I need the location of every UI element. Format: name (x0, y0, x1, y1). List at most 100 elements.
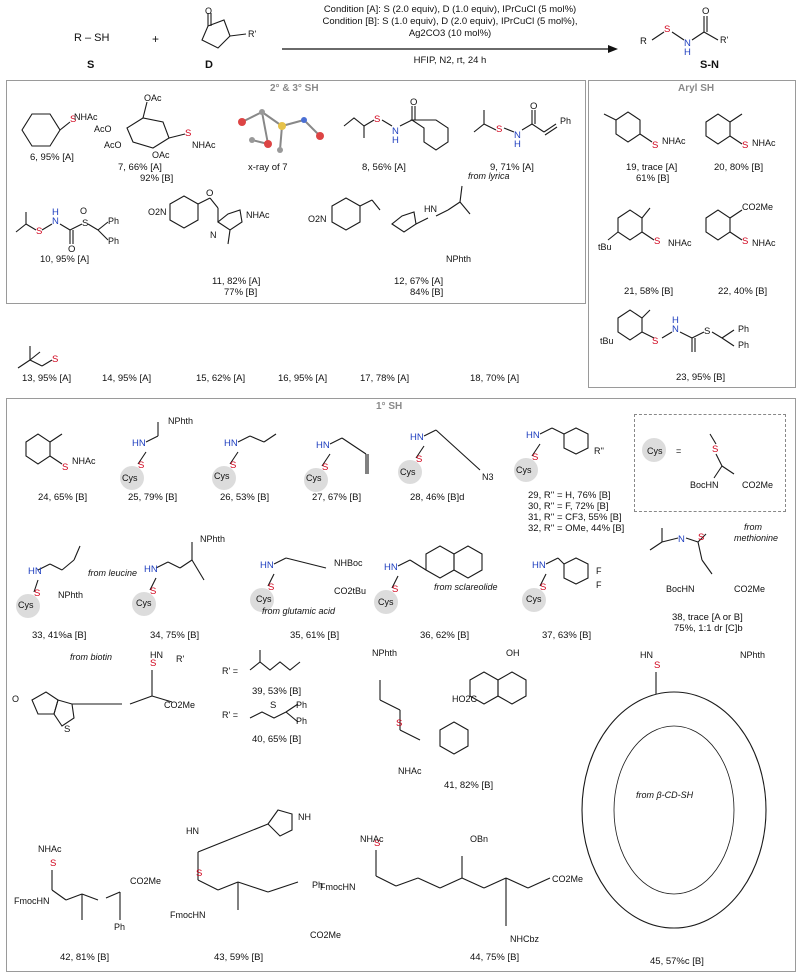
svg-text:HN: HN (316, 440, 330, 451)
label-45-nphth: NPhth (740, 650, 766, 660)
label-36-cys: Cys (378, 597, 394, 607)
caption-44: 44, 75% [B] (470, 952, 520, 963)
label-9-ph: Ph (560, 116, 572, 126)
svg-text:N: N (684, 38, 691, 49)
source-sclareolide: from sclareolide (434, 582, 498, 592)
svg-text:S: S (64, 724, 70, 735)
plus-sign: + (152, 32, 160, 46)
label-22-nhac: NHAc (752, 238, 776, 248)
label-12-hn: HN (424, 204, 437, 214)
thiol-reagent: R – SH (74, 32, 110, 44)
caption-20: 20, 80% [B] (714, 162, 764, 173)
svg-text:HN: HN (224, 438, 238, 449)
label-11-n: N (210, 230, 217, 240)
label-29-rpp: R'' (594, 446, 604, 456)
dioxazolone-structure (201, 13, 247, 49)
svg-text:S: S (712, 444, 718, 455)
structure-6: S (21, 113, 76, 147)
caption-9: 9, 71% [A] (490, 162, 534, 173)
label-10-ph2: Ph (108, 236, 120, 246)
svg-text:HN: HN (28, 566, 42, 577)
label-37-cys: Cys (526, 594, 542, 604)
caption-15: 15, 62% [A] (196, 373, 246, 384)
svg-text:HN: HN (144, 564, 158, 575)
label-12-nphth: NPhth (446, 254, 472, 264)
label-7-nhac: NHAc (192, 140, 216, 150)
svg-text:S: S (496, 124, 502, 135)
label-22-co2me: CO2Me (742, 202, 774, 212)
svg-text:HN: HN (526, 430, 540, 441)
section-title-aryl: Aryl SH (678, 83, 715, 94)
structure-33: S HN (16, 545, 81, 618)
svg-text:S: S (34, 588, 40, 599)
svg-text:S: S (664, 24, 670, 35)
label-7-oac-bottom: OAc (152, 150, 170, 160)
cys-legend-label: Cys (647, 446, 663, 456)
structure-40-r: S (249, 700, 299, 723)
section-title-primary: 1° SH (376, 401, 403, 412)
svg-text:N: N (52, 216, 59, 227)
label-44-obn: OBn (470, 834, 489, 844)
structure-20: S (705, 113, 748, 151)
label-27-cys: Cys (306, 473, 322, 483)
structure-26: S HN (212, 433, 277, 490)
structure-22: S (705, 209, 748, 247)
product-label: S-N (700, 59, 719, 71)
label-43-fmochn: FmocHN (170, 910, 206, 920)
label-10-o: O (80, 206, 88, 216)
structure-21: S (607, 207, 660, 247)
label-35-cys: Cys (256, 594, 272, 604)
svg-text:HN: HN (384, 562, 398, 573)
structure-25: S HN (120, 422, 159, 490)
condition-c: HFIP, N2, rt, 24 h (413, 55, 487, 66)
svg-text:S: S (374, 838, 380, 849)
svg-text:N: N (514, 130, 521, 141)
caption-12: 12, 67% [A] (394, 276, 444, 287)
caption-6: 6, 95% [A] (30, 152, 74, 163)
label-28-cys: Cys (400, 467, 416, 477)
structure-8: S NH O (343, 97, 449, 151)
structure-11: O (169, 188, 243, 245)
caption-16: 16, 95% [A] (278, 373, 328, 384)
svg-text:S: S (50, 858, 56, 869)
caption-38b: 75%, 1:1 dr [C]b (674, 623, 743, 634)
caption-41: 41, 82% [B] (444, 780, 494, 791)
svg-text:S: S (698, 532, 704, 543)
structure-12 (331, 185, 471, 233)
caption-10: 10, 95% [A] (40, 254, 90, 265)
structure-biotin-conjugate: S S (31, 658, 173, 735)
source-leucine: from leucine (88, 568, 138, 578)
caption-37: 37, 63% [B] (542, 630, 592, 641)
svg-text:O: O (530, 101, 537, 112)
svg-text:S: S (540, 582, 546, 593)
label-28-n3: N3 (482, 472, 494, 482)
svg-text:N: N (672, 324, 679, 335)
svg-text:H: H (52, 207, 59, 218)
caption-21: 21, 58% [B] (624, 286, 674, 297)
caption-36: 36, 62% [B] (420, 630, 470, 641)
label-42-nhac: NHAc (38, 844, 62, 854)
caption-42: 42, 81% [B] (60, 952, 110, 963)
svg-text:S: S (138, 460, 144, 471)
svg-text:N: N (678, 534, 685, 545)
label-7-aco-2: AcO (104, 140, 122, 150)
structure-24: S (25, 433, 68, 473)
caption-31: 31, R'' = CF3, 55% [B] (528, 512, 622, 523)
label-34-nphth: NPhth (200, 534, 226, 544)
dioxazolone-label: D (205, 59, 213, 71)
svg-text:H: H (684, 47, 691, 58)
structure-44: S (374, 838, 551, 926)
label-19-nhac: NHAc (662, 136, 686, 146)
label-12-no2: O2N (308, 214, 327, 224)
svg-text:S: S (652, 336, 658, 347)
condition-b2: Ag2CO3 (10 mol%) (408, 28, 492, 39)
cys-legend-bochn: BocHN (690, 480, 719, 490)
label-33-cys: Cys (18, 600, 34, 610)
label-biotin-co2me: CO2Me (164, 700, 196, 710)
svg-text:S: S (268, 582, 274, 593)
label-43-nh: NH (298, 812, 311, 822)
caption-11b: 77% [B] (224, 287, 258, 298)
label-43-co2me: CO2Me (310, 930, 342, 940)
label-biotin-o: O (12, 694, 20, 704)
caption-33: 33, 41%a [B] (32, 630, 87, 641)
